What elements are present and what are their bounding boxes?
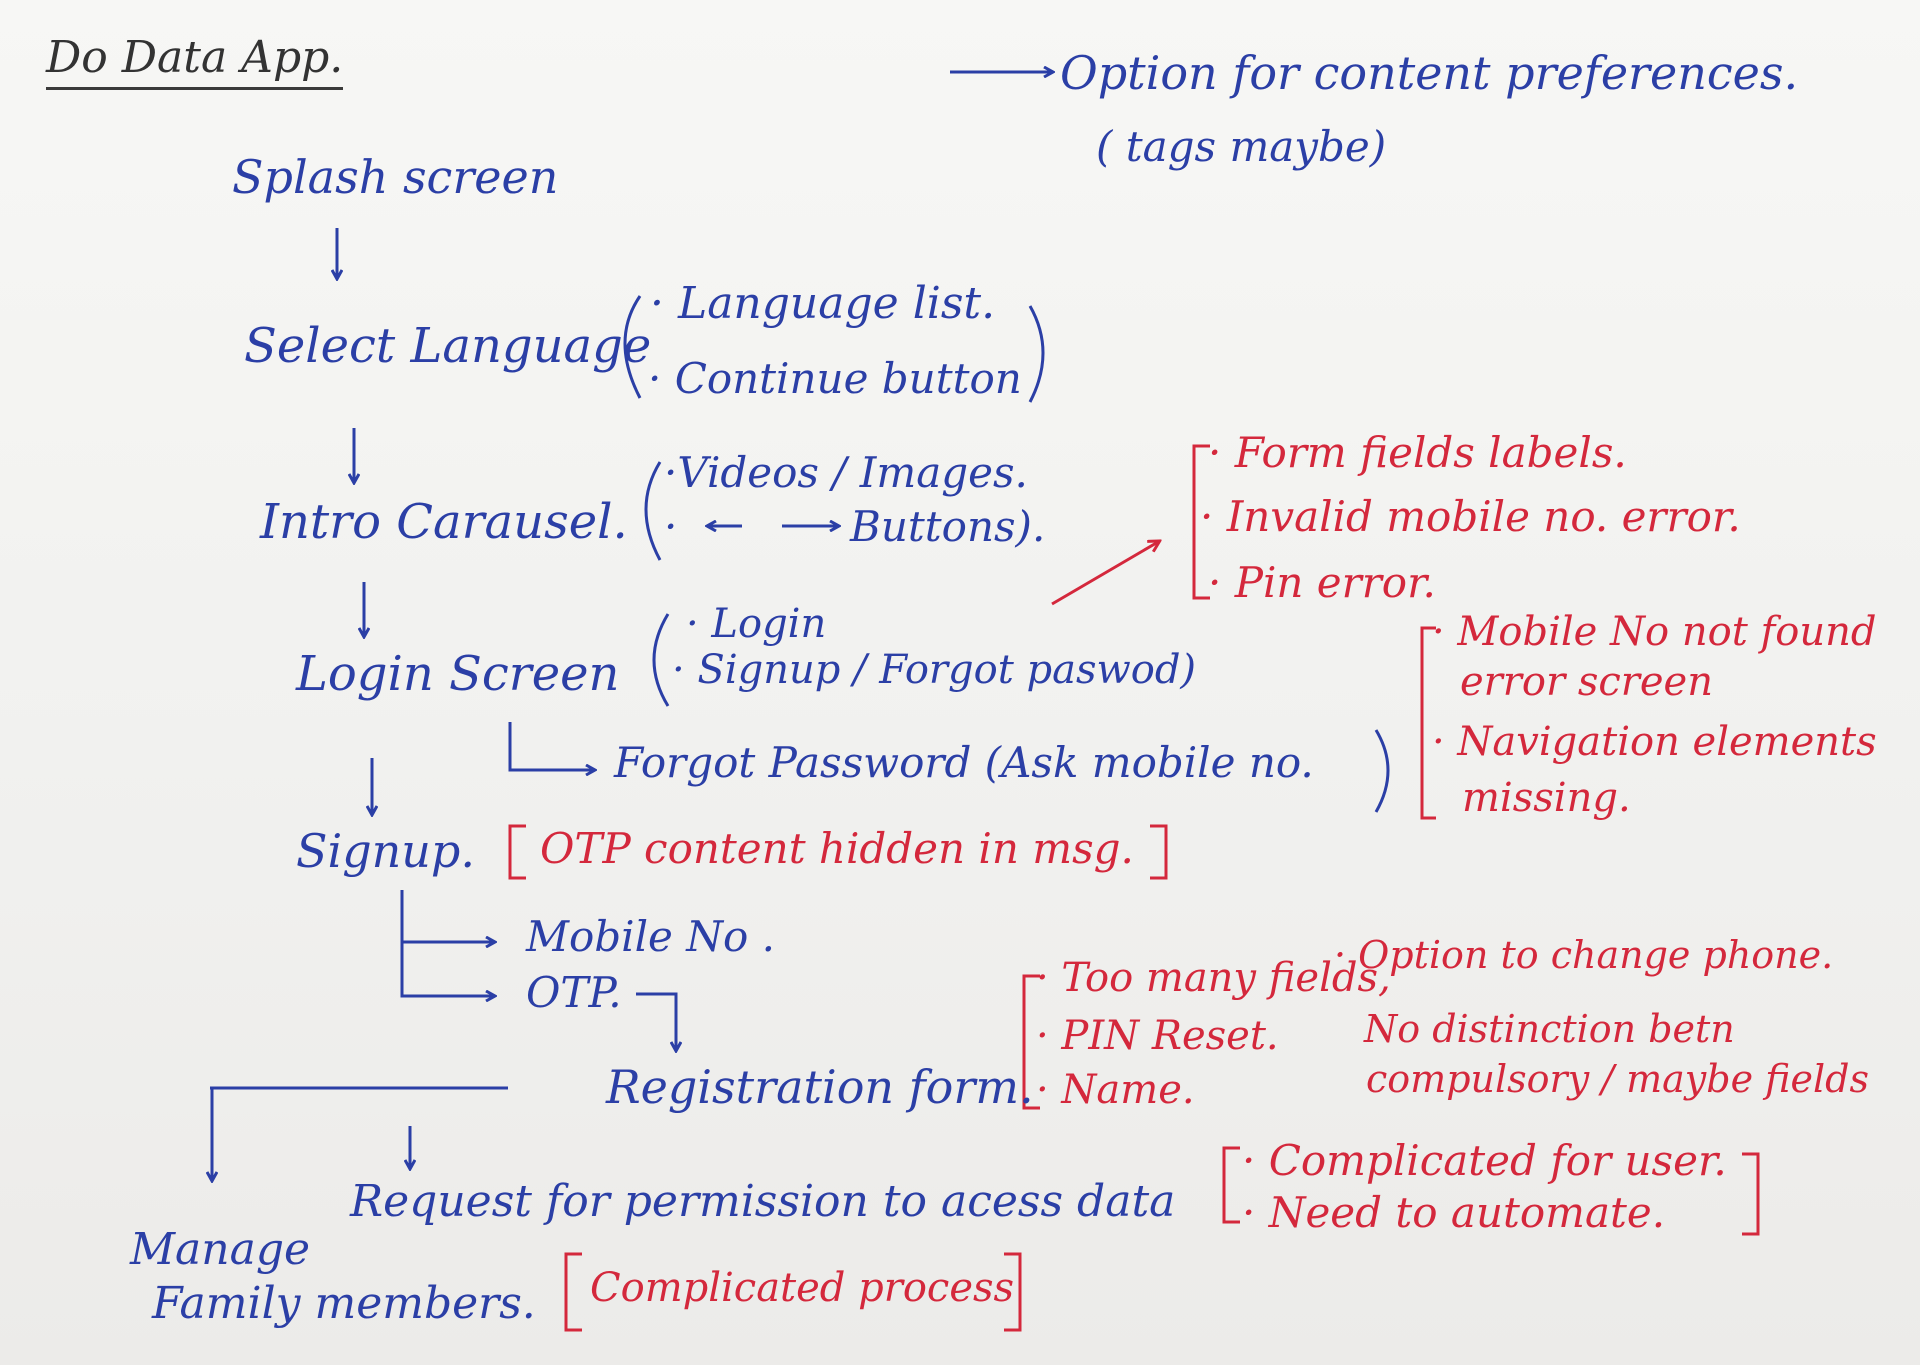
forgot-branch <box>508 722 594 770</box>
otp-branch <box>400 942 494 996</box>
permission-issue-2: · Need to automate. <box>1242 1188 1666 1237</box>
splash-screen-node: Splash screen <box>232 150 559 204</box>
permission-issues-bracket-open <box>1222 1146 1240 1224</box>
otp-to-registration <box>636 992 676 1050</box>
login-screen-node: Login Screen <box>296 646 620 702</box>
login-paren-open <box>652 613 670 707</box>
otp-node: OTP. <box>526 968 622 1017</box>
manage-family-node-line1: Manage <box>130 1224 311 1275</box>
language-item-1: · Language list. <box>650 278 996 329</box>
signup-node: Signup. <box>296 824 475 878</box>
page-title: Do Data App. <box>46 32 344 90</box>
manage-issue-bracket-close <box>1004 1252 1022 1332</box>
registration-issue-3: · Name. <box>1036 1067 1195 1113</box>
forgot-issues-bracket <box>1420 626 1436 820</box>
registration-issue-2: · PIN Reset. <box>1036 1013 1279 1059</box>
mobile-no-node: Mobile No . <box>526 912 775 961</box>
manage-issue: Complicated process <box>590 1265 1015 1311</box>
registration-issue-4: · Option to change phone. <box>1334 933 1834 977</box>
manage-issue-bracket-open <box>564 1252 582 1332</box>
preferences-note: Option for content preferences. <box>1060 46 1799 100</box>
mobile-branch <box>400 890 494 942</box>
forgot-issue-4: missing. <box>1462 775 1631 821</box>
permission-issues-bracket-close <box>1742 1152 1760 1236</box>
intro-carousel-node: Intro Carausel. <box>260 494 628 550</box>
intro-item-2-bullet: · <box>664 502 678 551</box>
login-issue-2: · Invalid mobile no. error. <box>1200 492 1741 541</box>
select-language-node: Select Language <box>244 318 652 374</box>
login-issue-1: · Form fields labels. <box>1208 428 1627 477</box>
signup-issue-bracket-open <box>508 824 526 880</box>
permission-issue-1: · Complicated for user. <box>1242 1136 1727 1185</box>
manage-family-node-line2: Family members. <box>152 1278 536 1329</box>
forgot-issue-2: error screen <box>1460 659 1713 705</box>
registration-issue-6: compulsory / maybe fields <box>1366 1057 1869 1101</box>
language-paren-close <box>1028 305 1045 403</box>
forgot-password-node: Forgot Password (Ask mobile no. <box>614 738 1314 787</box>
registration-issue-5: No distinction betn <box>1364 1007 1735 1051</box>
signup-issue: OTP content hidden in msg. <box>540 824 1134 873</box>
login-issue-3: · Pin error. <box>1208 558 1436 607</box>
preferences-note-sub: ( tags maybe) <box>1096 122 1387 171</box>
registration-issue-1: · Too many fields, <box>1036 955 1391 1001</box>
login-issue-arrow <box>1051 542 1158 606</box>
login-issues-bracket <box>1192 444 1210 600</box>
language-paren-open <box>623 295 642 399</box>
intro-item-2: Buttons). <box>850 502 1046 551</box>
forgot-issue-3: · Navigation elements <box>1432 719 1877 765</box>
signup-issue-bracket-close <box>1150 824 1168 880</box>
intro-paren-open <box>644 461 662 561</box>
intro-item-1: ·Videos / Images. <box>664 448 1028 497</box>
permission-node: Request for permission to acess data <box>350 1176 1176 1227</box>
login-item-1: · Login <box>686 601 827 647</box>
registration-issues-bracket <box>1022 974 1040 1110</box>
registration-form-node: Registration form. <box>606 1060 1034 1114</box>
language-item-2: · Continue button <box>648 354 1022 403</box>
forgot-paren-close <box>1374 729 1390 813</box>
login-item-2: · Signup / Forgot paswod) <box>672 647 1197 693</box>
forgot-issue-1: · Mobile No not found <box>1432 609 1877 655</box>
